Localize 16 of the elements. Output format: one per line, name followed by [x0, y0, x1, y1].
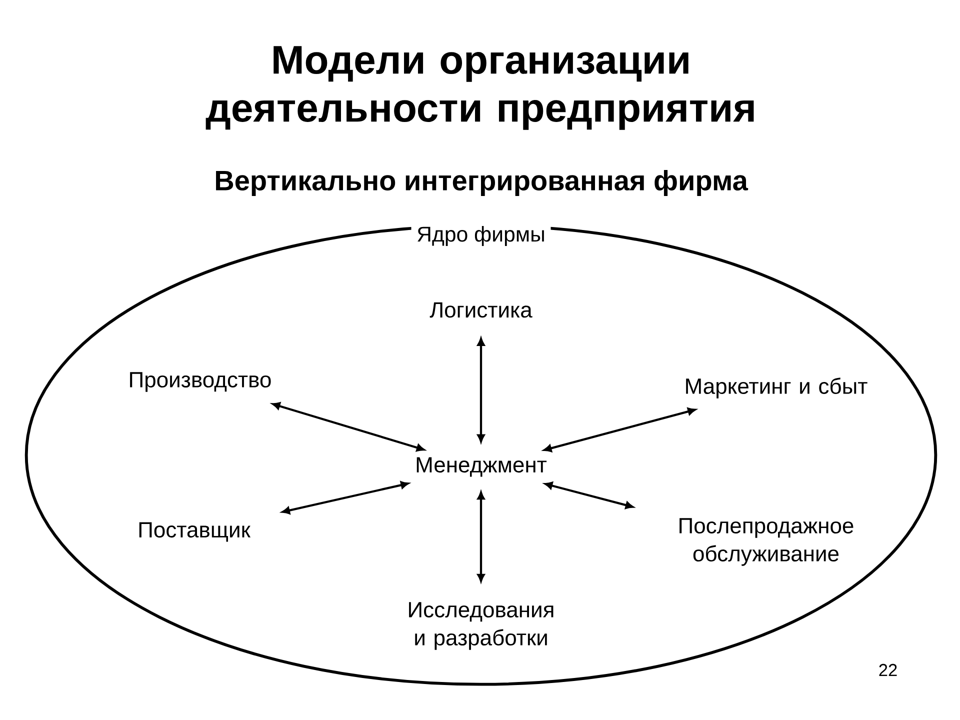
double-arrow: [477, 338, 485, 442]
node-label: Исследования и разработки: [409, 602, 554, 650]
double-arrow: [282, 481, 409, 514]
node-label: Послепродажное обслуживание: [680, 518, 854, 566]
node-label: Производство: [130, 372, 271, 392]
node-label: Маркетинг и сбыт: [686, 378, 868, 398]
node-label: Поставщик: [139, 522, 251, 542]
double-arrow: [477, 492, 485, 582]
page-number: 22: [879, 664, 897, 676]
node-label: Менеджмент: [416, 457, 547, 477]
double-arrow: [272, 402, 424, 452]
node-label: Логистика: [430, 302, 532, 318]
title: Модели организации деятельности предприятия: [206, 46, 754, 130]
double-arrow: [544, 408, 696, 452]
double-arrow: [544, 482, 634, 509]
subtitle: Вертикально интегрированная фирма: [216, 170, 748, 196]
